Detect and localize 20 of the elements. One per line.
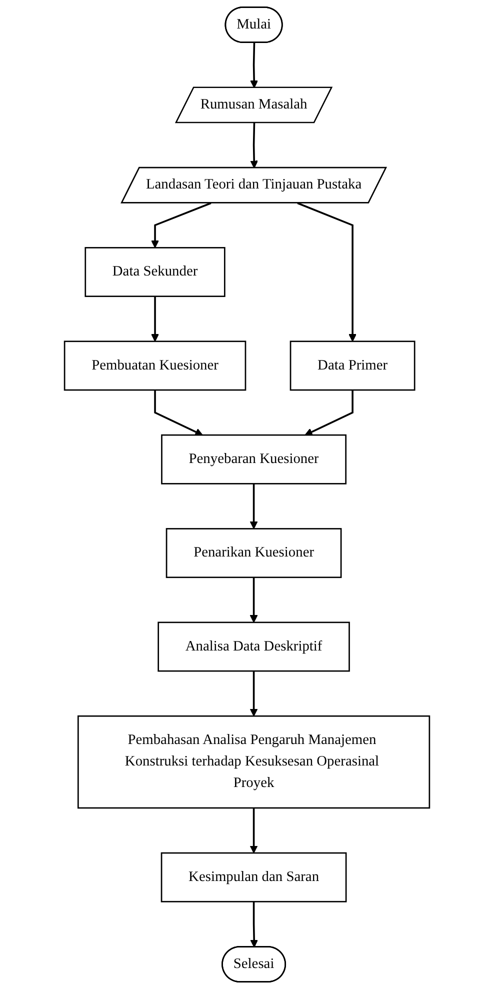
arrow [154, 390, 203, 436]
arrow [304, 390, 354, 436]
node-box: Pembahasan Analisa Pengaruh Manajemen Konstruksi terhadap Kesuksesan Operasinal Proyek [77, 715, 430, 809]
arrow [151, 202, 212, 248]
arrow [250, 671, 258, 716]
arrow [250, 808, 258, 854]
arrow [250, 577, 258, 623]
node-box: Data Primer [290, 340, 416, 391]
node-box: Analisa Data Deskriptif [158, 622, 350, 672]
node-box: Kesimpulan dan Saran [160, 852, 347, 902]
arrow [250, 122, 258, 168]
node-box: Data Sekunder [84, 247, 226, 298]
arrow [250, 484, 258, 530]
node-box: Penyebaran Kuesioner [161, 434, 347, 484]
arrow [250, 42, 258, 88]
arrow [250, 902, 258, 948]
arrow [297, 202, 357, 342]
node-box: Pembuatan Kuesioner [64, 340, 246, 391]
arrow [151, 296, 159, 342]
node-box: Penarikan Kuesioner [166, 528, 342, 578]
